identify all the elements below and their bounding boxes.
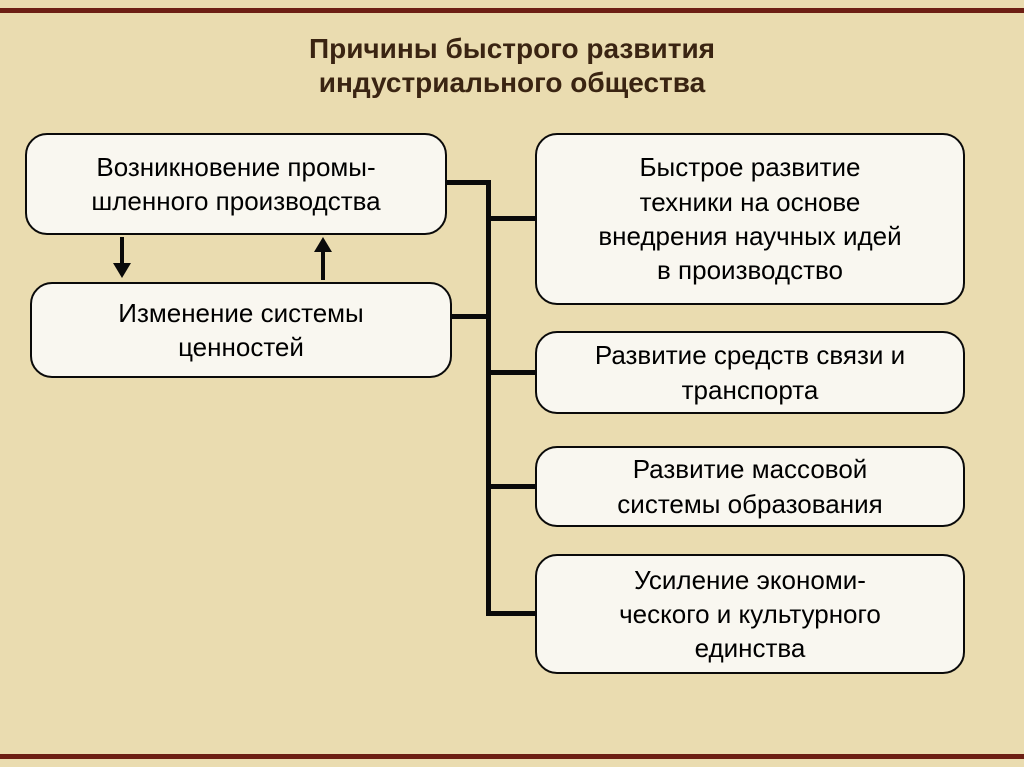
- box-emergence-of-industrial-production: Возникновение промы- шленного производст…: [25, 133, 447, 235]
- box-rapid-tech-development: Быстрое развитие техники на основе внедр…: [535, 133, 965, 305]
- connector-branch-education: [486, 484, 535, 489]
- box-mass-education-system: Развитие массовой системы образования: [535, 446, 965, 527]
- box-economic-cultural-unity: Усиление экономи- ческого и культурного …: [535, 554, 965, 674]
- down-arrow-stem: [120, 237, 124, 265]
- up-arrow-head: [314, 237, 332, 252]
- slide-title: Причины быстрого развития индустриальног…: [0, 32, 1024, 99]
- up-arrow-stem: [321, 250, 325, 280]
- connector-branch-unity: [486, 611, 535, 616]
- top-border-strip: [0, 8, 1024, 13]
- connector-from-box2: [450, 314, 491, 319]
- slide-title-line-1: Причины быстрого развития: [308, 33, 715, 64]
- bottom-border-strip: [0, 754, 1024, 759]
- connector-from-box1: [445, 180, 491, 185]
- down-arrow-head: [113, 263, 131, 278]
- box-change-of-value-system: Изменение системы ценностей: [30, 282, 452, 378]
- box-communications-and-transport: Развитие средств связи и транспорта: [535, 331, 965, 414]
- slide-title-line-2: индустриального общества: [318, 66, 706, 98]
- connector-vertical-trunk: [486, 180, 491, 616]
- connector-branch-tech: [486, 216, 535, 221]
- connector-branch-transport: [486, 370, 535, 375]
